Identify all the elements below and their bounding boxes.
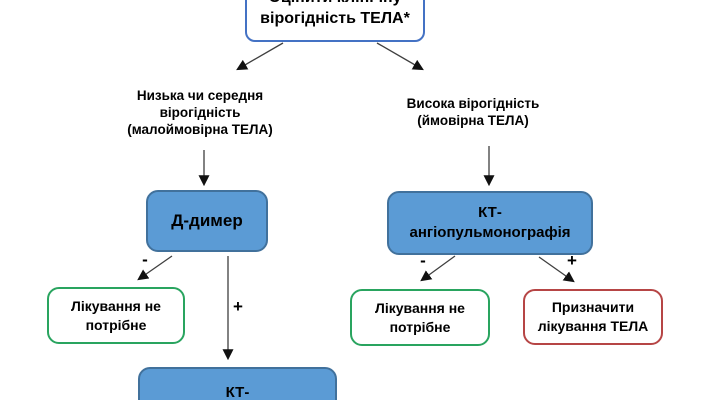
- label-high-line2: (ймовірна ТЕЛА): [417, 113, 529, 128]
- node-assess-clinical-probability: Оцінити клінічну вірогідність ТЕЛА*: [245, 0, 425, 42]
- label-low-line2: вірогідність: [159, 105, 241, 120]
- arrow-assess-to-high: [376, 42, 424, 71]
- edge-label-ct-positive: +: [567, 251, 577, 270]
- node-prescribe-line2: лікування ТЕЛА: [537, 318, 649, 334]
- node-d-dimer-label: Д-димер: [171, 211, 243, 230]
- label-high-probability: Висока вірогідність (ймовірна ТЕЛА): [392, 95, 554, 129]
- arrow-assess-to-low: [236, 42, 284, 71]
- node-ct-angiography-bottom: КТ-: [138, 367, 337, 400]
- edge-label-ct-negative: -: [420, 251, 426, 270]
- node-no-treatment-left-line1: Лікування не: [71, 297, 161, 314]
- node-d-dimer: Д-димер: [146, 190, 268, 252]
- node-ct-angiography: КТ- ангіопульмонографія: [387, 191, 593, 255]
- node-assess-line2: вірогідність ТЕЛА*: [260, 10, 410, 27]
- node-ct-bottom-line1: КТ-: [225, 384, 250, 400]
- arrow-ct-negative: [420, 255, 456, 282]
- node-ct-line1: КТ-: [478, 204, 502, 221]
- node-ct-line2: ангіопульмонографія: [409, 224, 571, 241]
- node-no-treatment-left-line2: потрібне: [85, 316, 147, 333]
- node-prescribe-line1: Призначити: [551, 299, 635, 315]
- node-no-treatment-right-line1: Лікування не: [375, 299, 465, 316]
- arrow-ddimer-negative: [137, 255, 173, 281]
- label-high-line1: Висока вірогідність: [406, 96, 540, 111]
- edge-label-ddimer-positive: +: [233, 297, 243, 316]
- node-no-treatment-left: Лікування не потрібне: [47, 287, 185, 344]
- node-no-treatment-right: Лікування не потрібне: [350, 289, 490, 346]
- node-prescribe-treatment: Призначити лікування ТЕЛА: [523, 289, 663, 345]
- label-low-line3: (малоймовірна ТЕЛА): [127, 122, 273, 137]
- edge-label-ddimer-negative: -: [142, 250, 148, 269]
- label-low-line1: Низька чи середня: [136, 88, 264, 103]
- arrow-ct-positive: [538, 256, 575, 283]
- label-low-probability: Низька чи середня вірогідність (малоймов…: [115, 87, 285, 138]
- node-no-treatment-right-line2: потрібне: [389, 318, 451, 335]
- node-assess-line1: Оцінити клінічну: [268, 0, 401, 8]
